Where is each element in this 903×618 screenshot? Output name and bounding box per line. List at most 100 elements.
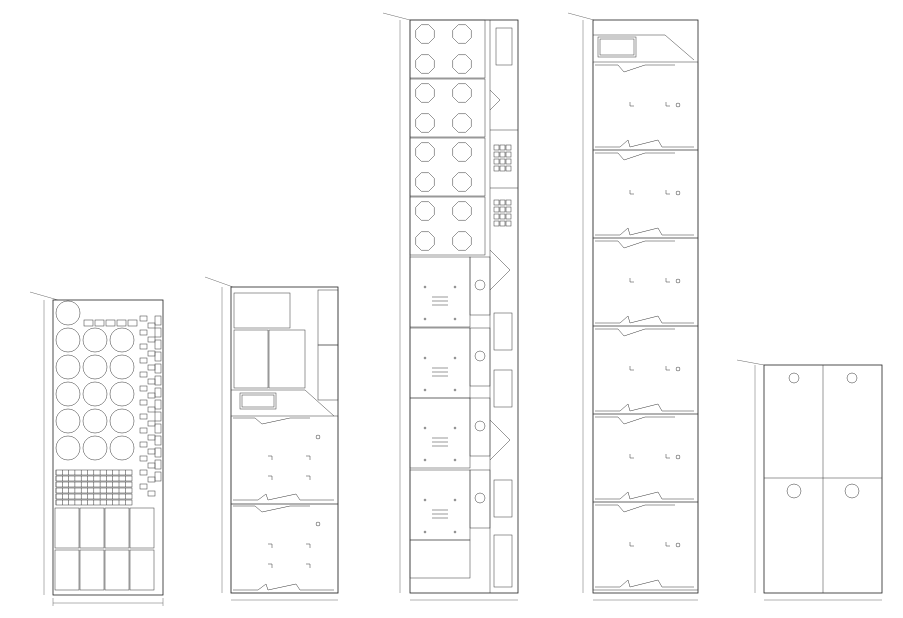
small-part [139, 399, 148, 406]
small-part [139, 343, 148, 350]
component-box [54, 507, 80, 549]
panel-1-top-modules [83, 319, 138, 327]
panel-3-breaker-groups [409, 19, 486, 256]
drawer [592, 61, 699, 151]
terminal-block [493, 165, 500, 172]
small-part [154, 471, 162, 482]
small-module [94, 319, 105, 327]
drawer-top-detail [595, 240, 675, 249]
panel-1-bottom-boxes [54, 507, 155, 591]
drawer-screw [453, 530, 457, 534]
breaker-octagon [452, 172, 472, 192]
panel-4-cabinet [567, 12, 699, 601]
small-part [147, 462, 156, 469]
drawer-knob [675, 190, 681, 196]
breaker-octagon [415, 142, 435, 162]
breaker-circle [82, 381, 108, 407]
drawer-bottom-detail [595, 491, 694, 500]
component-box [79, 549, 105, 591]
drawer-screw [423, 388, 427, 392]
terminal-block [505, 199, 512, 206]
drawer [409, 469, 471, 541]
breaker-circle [109, 327, 135, 353]
drawer-screw [453, 458, 457, 462]
small-part [139, 357, 148, 364]
panel-1-cabinet [29, 291, 164, 606]
drawer-screw [423, 426, 427, 430]
panel-3-outline [409, 19, 519, 594]
drawer [409, 539, 471, 579]
breaker-circle [82, 354, 108, 380]
small-module [127, 319, 138, 327]
terminal-block [499, 158, 506, 165]
component-box [79, 507, 105, 549]
drawer-side [469, 397, 491, 457]
terminal-block [499, 151, 506, 158]
small-part [154, 399, 162, 410]
terminal-block [505, 158, 512, 165]
drawer-screw [423, 458, 427, 462]
drawer [409, 397, 471, 469]
terminal-block [493, 206, 500, 213]
small-part [154, 327, 162, 338]
component-box [129, 507, 155, 549]
small-module [83, 319, 94, 327]
drawer-screw [453, 317, 457, 321]
small-part [139, 427, 148, 434]
small-part [139, 455, 148, 462]
drawer-bracket [629, 190, 670, 195]
drawer-top-detail [595, 328, 675, 337]
small-part [154, 387, 162, 398]
small-part [147, 392, 156, 399]
panel-3-drawers [409, 256, 491, 579]
terminal-block [499, 165, 506, 172]
panel-4-drawers [592, 61, 699, 591]
breaker-group [409, 196, 486, 256]
small-part [147, 378, 156, 385]
small-part [147, 322, 156, 329]
drawer [409, 256, 471, 328]
terminal-block [493, 220, 500, 227]
breaker-octagon [415, 54, 435, 74]
breaker-octagon [415, 24, 435, 44]
small-part [147, 434, 156, 441]
small-part [139, 385, 148, 392]
breaker-circle [55, 300, 81, 326]
breaker-octagon [452, 24, 472, 44]
breaker-circle [82, 408, 108, 434]
small-part [154, 447, 162, 458]
drawer-bracket [629, 366, 670, 371]
small-module [116, 319, 127, 327]
terminal-block [493, 144, 500, 151]
drawer-bracket [629, 102, 670, 107]
small-part [139, 413, 148, 420]
drawer-bracket [629, 278, 670, 283]
breaker-octagon [452, 113, 472, 133]
drawer-knob [675, 278, 681, 284]
drawer-screw [423, 530, 427, 534]
small-module [105, 319, 116, 327]
drawer-screw [423, 285, 427, 289]
panel-1-terminal-rows [55, 469, 133, 506]
breaker-circle [55, 381, 81, 407]
drawer-knob [675, 366, 681, 372]
panel-3-terminal-blocks [493, 144, 512, 227]
drawer-knob [474, 492, 486, 504]
small-part [154, 315, 162, 326]
drawer-top-detail [595, 416, 675, 425]
drawer-screw [453, 356, 457, 360]
small-part [154, 351, 162, 362]
small-part [147, 476, 156, 483]
small-part [154, 363, 162, 374]
breaker-group [409, 137, 486, 197]
drawer-bottom-detail [595, 227, 694, 236]
drawer-knob [675, 102, 681, 108]
terminal-block [493, 199, 500, 206]
small-part [139, 329, 148, 336]
drawer-knob [474, 420, 486, 432]
terminal-block [505, 213, 512, 220]
small-part [154, 339, 162, 350]
drawer-knob [675, 542, 681, 548]
